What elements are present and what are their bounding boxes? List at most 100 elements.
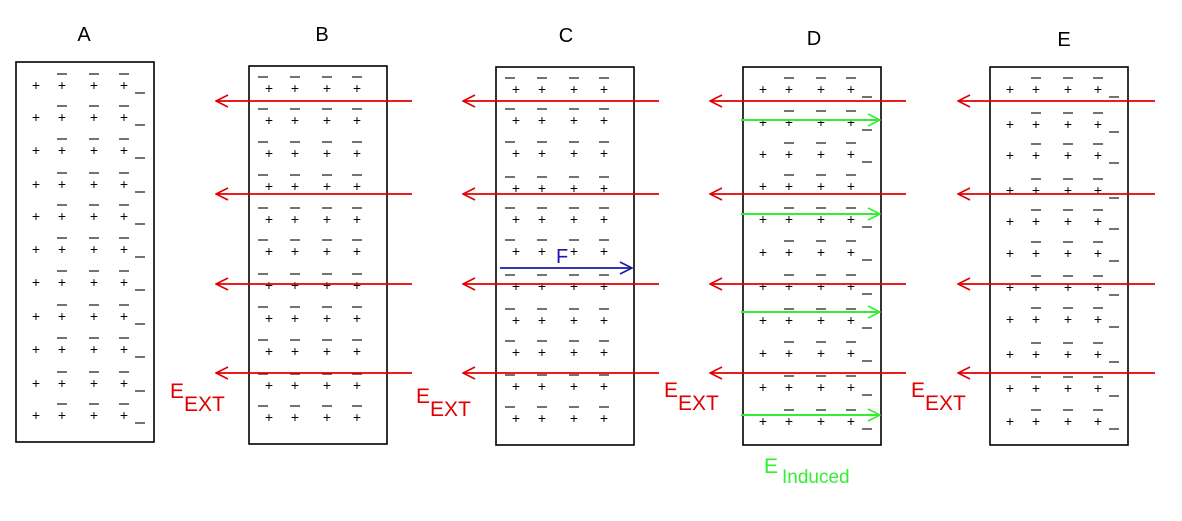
positive-charge: + (32, 241, 40, 257)
positive-charge: + (600, 312, 608, 328)
positive-charge: + (847, 345, 855, 361)
positive-charge: + (570, 211, 578, 227)
conductor-slab (742, 66, 882, 446)
positive-charge: + (600, 145, 608, 161)
positive-charge: + (58, 109, 66, 125)
charge-grid: ++++++++++++++++++++++++++++++++++++++++… (1006, 77, 1119, 430)
positive-charge: + (323, 178, 331, 194)
positive-charge: + (759, 345, 767, 361)
positive-charge: + (817, 178, 825, 194)
charge-row: ++++ (759, 308, 872, 329)
positive-charge: + (847, 379, 855, 395)
positive-charge: + (570, 81, 578, 97)
positive-charge: + (120, 142, 128, 158)
charge-row: ++++ (258, 141, 362, 161)
positive-charge: + (120, 77, 128, 93)
positive-charge: + (817, 146, 825, 162)
charge-row: ++++ (759, 274, 872, 295)
panel-a: A (15, 24, 155, 443)
charge-row: ++++ (759, 142, 872, 163)
positive-charge: + (90, 341, 98, 357)
positive-charge: + (1094, 346, 1102, 362)
panel-label: B (315, 24, 328, 46)
positive-charge: + (90, 407, 98, 423)
charge-grid: ++++++++++++++++++++++++++++++++++++++++… (505, 77, 609, 426)
positive-charge: + (120, 176, 128, 192)
positive-charge: + (1032, 81, 1040, 97)
positive-charge: + (759, 211, 767, 227)
positive-charge: + (600, 211, 608, 227)
charge-row: ++++ (1006, 376, 1119, 397)
positive-charge: + (1094, 213, 1102, 229)
positive-charge: + (291, 243, 299, 259)
positive-charge: + (538, 410, 546, 426)
charge-row: ++++ (1006, 143, 1119, 164)
charge-row: ++++ (505, 108, 609, 128)
positive-charge: + (90, 308, 98, 324)
positive-charge: + (600, 243, 608, 259)
charge-row: ++++ (258, 373, 362, 393)
positive-charge: + (58, 176, 66, 192)
positive-charge: + (353, 343, 361, 359)
positive-charge: + (512, 410, 520, 426)
positive-charge: + (353, 409, 361, 425)
positive-charge: + (291, 145, 299, 161)
charge-row: ++++ (32, 73, 145, 94)
positive-charge: + (600, 378, 608, 394)
positive-charge: + (323, 343, 331, 359)
positive-charge: + (570, 145, 578, 161)
conductor-slab (15, 61, 155, 443)
positive-charge: + (817, 211, 825, 227)
charge-row: ++++ (258, 306, 362, 326)
positive-charge: + (1064, 182, 1072, 198)
positive-charge: + (353, 310, 361, 326)
charge-row: ++++ (505, 340, 609, 360)
positive-charge: + (512, 344, 520, 360)
positive-charge: + (1006, 81, 1014, 97)
positive-charge: + (58, 208, 66, 224)
positive-charge: + (1064, 147, 1072, 163)
charge-row: ++++ (32, 270, 145, 291)
positive-charge: + (759, 178, 767, 194)
field-label-ext: EXT (184, 393, 225, 416)
charge-row: ++++ (759, 240, 872, 261)
field-label-ext: EXT (430, 398, 471, 421)
conductor-slab (248, 65, 388, 445)
positive-charge: + (58, 308, 66, 324)
positive-charge: + (785, 178, 793, 194)
positive-charge: + (265, 343, 273, 359)
positive-charge: + (1006, 213, 1014, 229)
positive-charge: + (353, 243, 361, 259)
positive-charge: + (538, 278, 546, 294)
charge-row: ++++ (32, 172, 145, 193)
charge-row: ++++ (1006, 178, 1119, 199)
positive-charge: + (353, 211, 361, 227)
positive-charge: + (32, 274, 40, 290)
charge-row: ++++ (32, 304, 145, 325)
conductor-slab (989, 66, 1129, 446)
positive-charge: + (90, 375, 98, 391)
positive-charge: + (323, 243, 331, 259)
positive-charge: + (512, 211, 520, 227)
field-label-letter: E (911, 379, 925, 402)
positive-charge: + (323, 277, 331, 293)
positive-charge: + (817, 312, 825, 328)
positive-charge: + (538, 180, 546, 196)
positive-charge: + (323, 377, 331, 393)
positive-charge: + (291, 409, 299, 425)
positive-charge: + (785, 413, 793, 429)
positive-charge: + (570, 180, 578, 196)
positive-charge: + (847, 146, 855, 162)
positive-charge: + (291, 310, 299, 326)
charge-row: ++++ (505, 141, 609, 161)
positive-charge: + (600, 278, 608, 294)
positive-charge: + (512, 112, 520, 128)
positive-charge: + (1032, 245, 1040, 261)
positive-charge: + (1006, 182, 1014, 198)
positive-charge: + (265, 377, 273, 393)
charge-row: ++++ (1006, 307, 1119, 328)
charge-row: ++++ (759, 409, 872, 430)
positive-charge: + (120, 341, 128, 357)
charge-row: ++++ (1006, 241, 1119, 262)
positive-charge: + (353, 80, 361, 96)
